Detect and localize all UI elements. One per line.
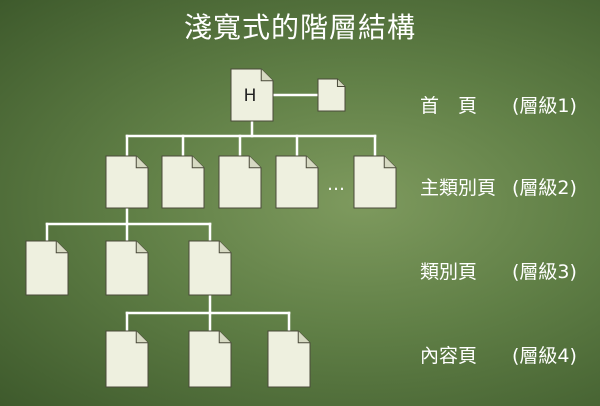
level-number-4: (層級4) (512, 345, 577, 367)
level2-page-1 (105, 155, 149, 209)
level2-page-5-sheet (353, 155, 397, 209)
pages: H… (25, 68, 397, 388)
level4-page-2-sheet (188, 330, 232, 388)
level4-page-1-sheet (105, 330, 149, 388)
level4-page-2 (188, 330, 232, 388)
home-page-fold (260, 69, 273, 82)
level3-page-2-fold (135, 241, 148, 254)
level4-page-1 (105, 330, 149, 388)
level2-page-2-sheet (161, 155, 205, 209)
level-name-3: 類別頁 (420, 261, 478, 283)
level2-page-4 (275, 155, 319, 209)
level-label-1: 首 頁 (層級1) (420, 91, 577, 118)
level4-page-3 (267, 330, 311, 388)
level-label-3: 類別頁 (層級3) (420, 257, 577, 284)
level2-ellipsis: … (327, 174, 345, 195)
level3-page-2-sheet (105, 240, 149, 296)
level3-page-1-sheet (25, 240, 69, 296)
level-label-2: 主類別頁 (層級2) (420, 173, 577, 200)
level3-page-3-sheet (188, 240, 232, 296)
level-name-1: 首 頁 (420, 95, 478, 117)
level3-page-3-fold (218, 241, 231, 254)
level-number-1: (層級1) (512, 95, 577, 117)
level-name-4: 內容頁 (420, 345, 478, 367)
level3-page-1-fold (55, 241, 68, 254)
level4-page-3-sheet (267, 330, 311, 388)
level2-page-2 (161, 155, 205, 209)
home-side-page (317, 78, 346, 112)
home-page: H (230, 68, 274, 122)
level2-page-3-fold (248, 156, 261, 169)
level2-page-2-fold (191, 156, 204, 169)
home-page-sheet (230, 68, 274, 122)
home-page-letter: H (244, 86, 257, 106)
connectors (45, 93, 377, 333)
level4-page-3-fold (297, 331, 310, 344)
level2-page-5 (353, 155, 397, 209)
level2-page-4-sheet (275, 155, 319, 209)
level4-page-2-fold (218, 331, 231, 344)
level3-page-2 (105, 240, 149, 296)
level3-page-3 (188, 240, 232, 296)
level4-page-1-fold (135, 331, 148, 344)
level-number-3: (層級3) (512, 261, 577, 283)
level-name-2: 主類別頁 (420, 177, 497, 199)
level2-page-1-sheet (105, 155, 149, 209)
level2-page-4-fold (305, 156, 318, 169)
diagram-title: 淺寬式的階層結構 (183, 11, 416, 44)
level2-page-3-sheet (218, 155, 262, 209)
level2-page-3 (218, 155, 262, 209)
level2-page-1-fold (135, 156, 148, 169)
level2-page-5-fold (383, 156, 396, 169)
level3-page-1 (25, 240, 69, 296)
level-number-2: (層級2) (512, 177, 577, 199)
level-label-4: 內容頁 (層級4) (420, 341, 577, 368)
home-side-page-fold (336, 79, 345, 88)
